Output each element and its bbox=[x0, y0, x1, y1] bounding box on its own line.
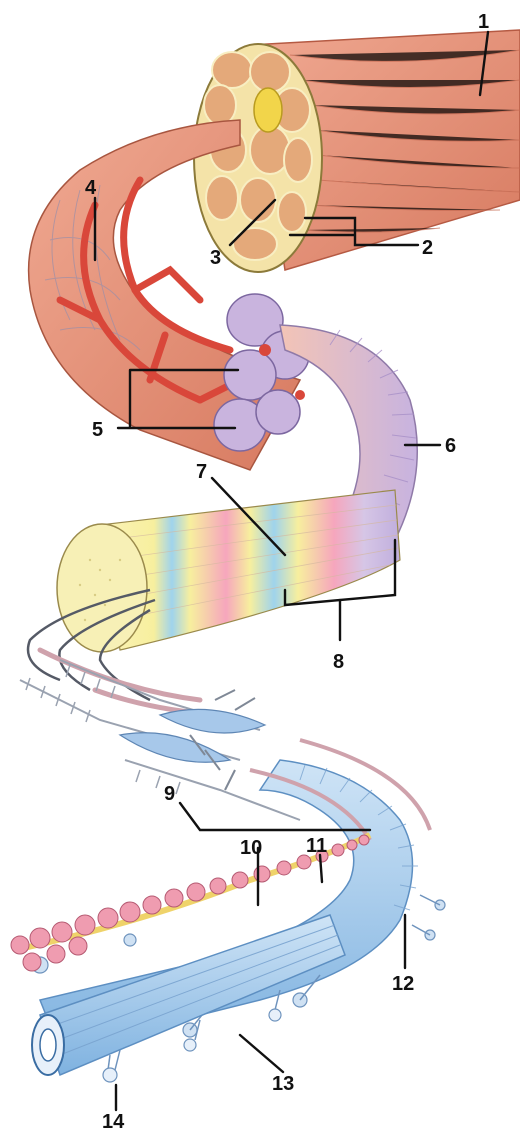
label-1: 1 bbox=[478, 11, 489, 33]
label-4: 4 bbox=[85, 177, 97, 199]
leader-13 bbox=[240, 1035, 283, 1072]
label-6: 6 bbox=[445, 435, 456, 457]
label-5: 5 bbox=[92, 419, 103, 441]
label-2: 2 bbox=[422, 237, 433, 259]
label-8: 8 bbox=[333, 651, 344, 673]
label-7: 7 bbox=[196, 461, 207, 483]
label-14: 14 bbox=[102, 1111, 125, 1133]
label-3: 3 bbox=[210, 247, 221, 269]
myofibril bbox=[57, 490, 400, 652]
label-10: 10 bbox=[240, 837, 262, 859]
muscle-cross-section bbox=[194, 44, 322, 272]
label-9: 9 bbox=[164, 783, 175, 805]
label-12: 12 bbox=[392, 973, 414, 995]
label-13: 13 bbox=[272, 1073, 294, 1095]
label-11: 11 bbox=[306, 835, 327, 857]
